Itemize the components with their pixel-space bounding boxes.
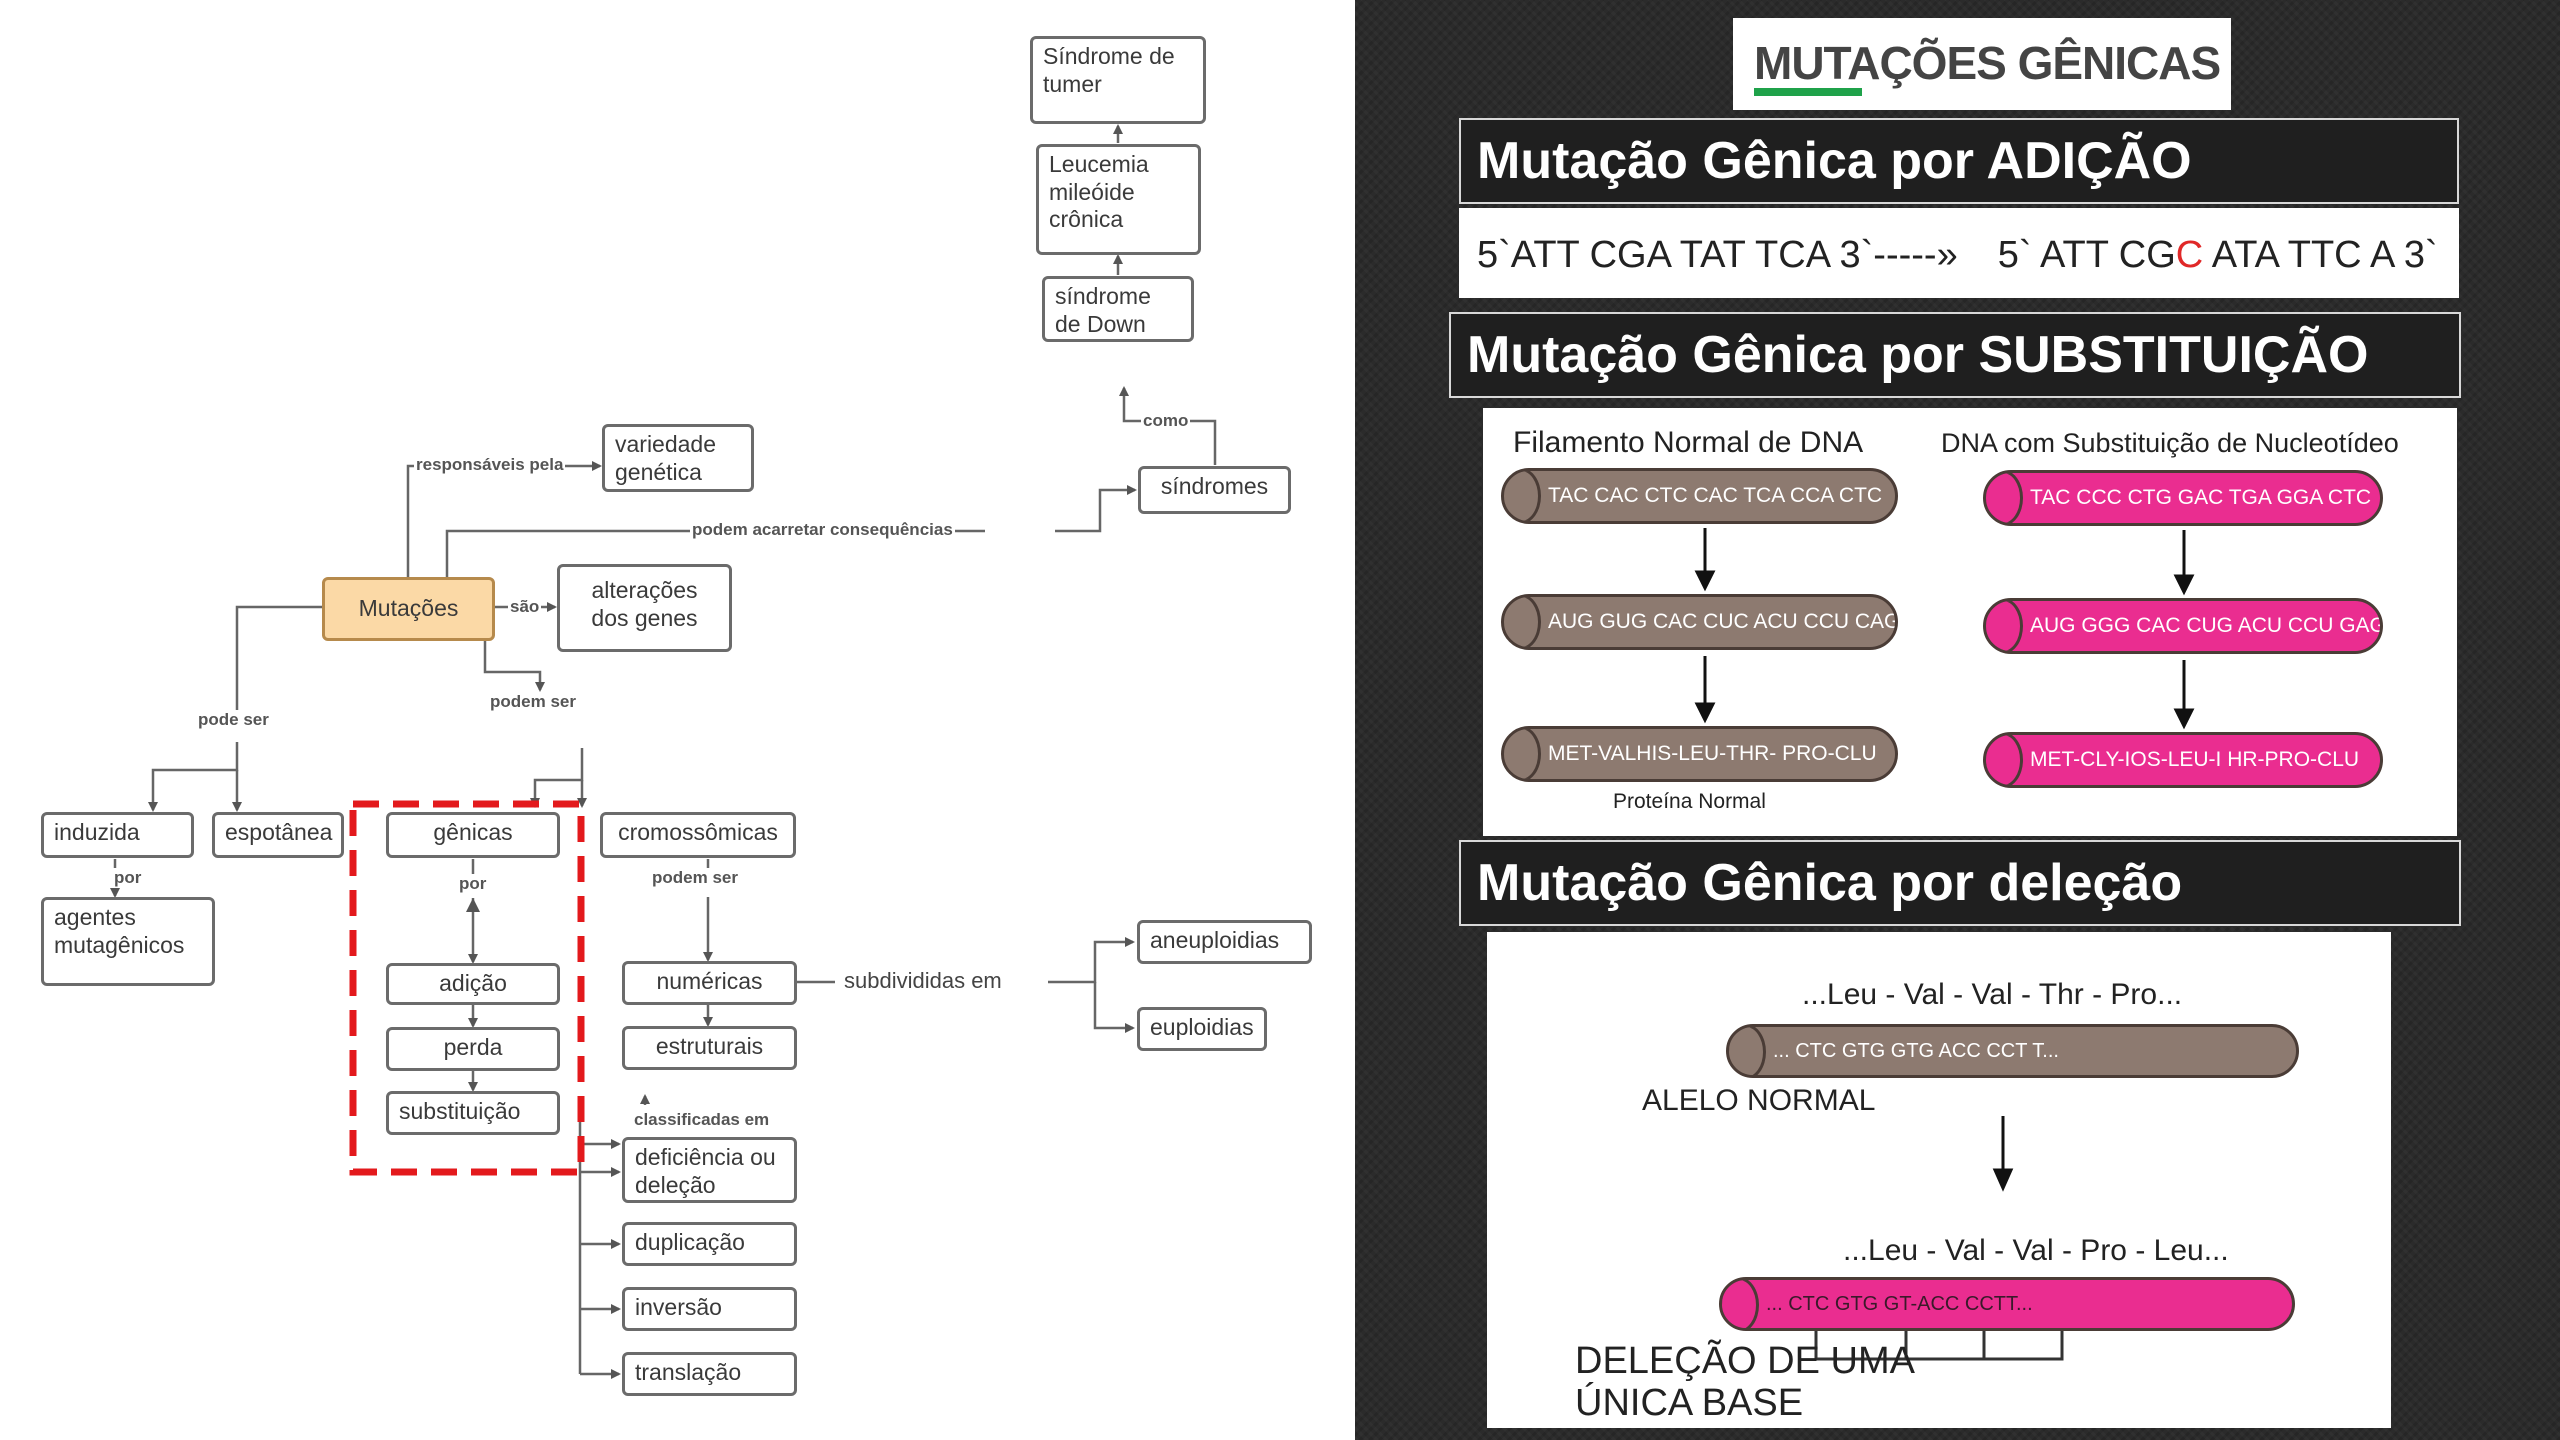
node-genicas[interactable]: gênicas [386,812,560,858]
dna-normal-strand: TAC CAC CTC CAC TCA CCA CTC [1501,468,1898,524]
link-podem-ser: podem ser [488,692,578,712]
node-adicao[interactable]: adição [386,963,560,1005]
link-classificadas: classificadas em [632,1110,772,1130]
mutated-title: DNA com Substituição de Nucleotídeo [1941,428,2399,458]
header-delecao: Mutação Gênica por deleção [1459,840,2461,926]
concept-map-connectors [110,124,1217,1379]
node-duplicacao[interactable]: duplicação [622,1222,797,1266]
link-responsaveis: responsáveis pela [414,455,566,475]
delecao-seq-normal: ...Leu - Val - Val - Thr - Pro... [1802,978,2183,1011]
slide-title: MUTAÇÕES GÊNICAS [1754,37,2221,89]
node-aneuploidias[interactable]: aneuploidias [1137,920,1312,964]
node-numericas[interactable]: numéricas [622,961,797,1005]
protein-mutated-strand: MET-CLY-IOS-LEU-I HR-PRO-CLU [1983,732,2383,788]
node-translacao[interactable]: translação [622,1352,797,1396]
down-arrow-icon [1992,1168,2014,1192]
down-arrow-icon [1694,702,1716,724]
node-leucemia[interactable]: Leucemia mileóide crônica [1036,144,1201,255]
node-turner[interactable]: Síndrome de tumer [1030,36,1206,124]
highlight-box [349,800,585,1176]
link-como: como [1141,411,1191,431]
header-adicao: Mutação Gênica por ADIÇÃO [1459,118,2459,204]
node-espontanea[interactable]: espotânea [212,812,344,858]
link-por-1: por [112,868,144,888]
protein-normal-strand: MET-VALHIS-LEU-THR- PRO-CLU [1501,726,1898,782]
allele-normal-strand: ... CTC GTG GTG ACC CCT T... [1726,1024,2299,1078]
node-mutacoes[interactable]: Mutações [322,577,495,641]
node-alteracoes[interactable]: alterações dos genes [557,564,732,652]
delecao-seq-mutated: ...Leu - Val - Val - Pro - Leu... [1843,1234,2229,1267]
link-podem-acarretar: podem acarretar consequências [690,520,955,540]
link-sao: são [508,597,542,617]
panel-adicao: 5`ATT CGA TAT TCA 3`-----» 5` ATT CGC ATA… [1459,208,2459,298]
node-substituicao[interactable]: substituição [386,1091,560,1135]
down-arrow-icon [2173,574,2195,596]
label-deletion-1: DELEÇÃO DE UMA [1575,1340,1915,1382]
node-deficiencia[interactable]: deficiência ou deleção [622,1137,797,1203]
mrna-normal-strand: AUG GUG CAC CUC ACU CCU CAG [1501,594,1898,650]
label-allele-normal: ALELO NORMAL [1642,1084,1876,1117]
mrna-mutated-strand: AUG GGG CAC CUG ACU CCU GAG [1983,598,2383,654]
slide-panel: MUTAÇÕES GÊNICAS Mutação Gênica por ADIÇ… [1355,0,2560,1440]
adicao-sequence: 5`ATT CGA TAT TCA 3`-----» 5` ATT CGC ATA… [1477,234,2438,277]
node-induzida[interactable]: induzida [41,812,194,858]
down-arrow-icon [1694,570,1716,592]
dna-mutated-strand: TAC CCC CTG GAC TGA GGA CTC [1983,470,2383,526]
link-por-2: por [457,874,489,894]
seq-after-pre: 5` ATT CG [1997,234,2176,276]
node-sindromes[interactable]: síndromes [1138,466,1291,514]
panel-delecao: ...Leu - Val - Val - Thr - Pro... ... CT… [1487,932,2391,1428]
slide-title-box: MUTAÇÕES GÊNICAS [1733,18,2231,110]
seq-after-post: ATA TTC A 3` [2203,234,2438,276]
seq-inserted-base: C [2175,234,2204,276]
link-podem-ser-2: podem ser [650,868,740,888]
node-agentes[interactable]: agentes mutagênicos [41,897,215,986]
allele-mutated-strand: ... CTC GTG GT-ACC CCTT... [1719,1277,2295,1331]
node-perda[interactable]: perda [386,1027,560,1071]
substitution-arrows [1694,528,2195,730]
link-pode-ser: pode ser [196,710,271,730]
header-substituicao: Mutação Gênica por SUBSTITUIÇÃO [1449,312,2461,398]
protein-normal-caption: Proteína Normal [1613,790,1766,813]
node-down[interactable]: síndrome de Down [1042,276,1194,342]
seq-before: 5`ATT CGA TAT TCA 3`-----» [1477,234,1958,276]
node-estruturais[interactable]: estruturais [622,1026,797,1070]
concept-map: Síndrome de tumer Leucemia mileóide crôn… [0,0,1355,1440]
node-cromossomicas[interactable]: cromossômicas [600,812,796,858]
down-arrow-icon [2173,708,2195,730]
link-subdivididas: subdivididas em [842,968,1004,994]
normal-title: Filamento Normal de DNA [1513,426,1864,459]
label-deletion-2: ÚNICA BASE [1575,1382,1804,1424]
node-variedade[interactable]: variedade genética [602,424,754,492]
node-inversao[interactable]: inversão [622,1287,797,1331]
node-euploidias[interactable]: euploidias [1137,1007,1267,1051]
title-underline [1754,88,1862,96]
panel-substituicao: Filamento Normal de DNA DNA com Substitu… [1483,408,2457,836]
